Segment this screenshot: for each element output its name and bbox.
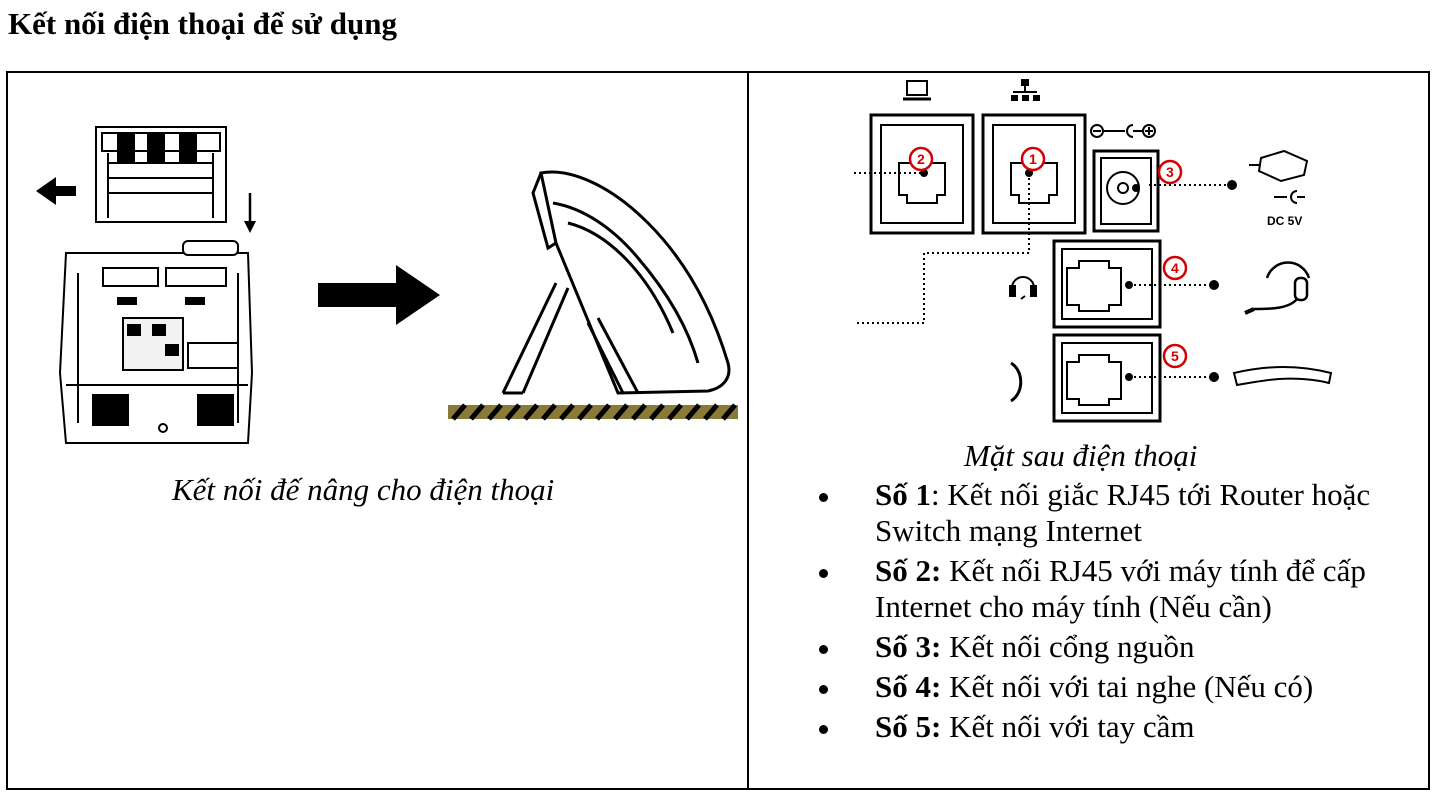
polarity-icon xyxy=(1090,124,1156,138)
power-adapter-icon xyxy=(1249,149,1309,204)
down-arrow-icon xyxy=(244,193,256,233)
svg-text:4: 4 xyxy=(1171,260,1179,276)
network-icon xyxy=(1011,79,1040,101)
list-item: Số 3: Kết nối cổng nguồn xyxy=(805,629,1425,665)
marker-5: 5 xyxy=(1162,343,1188,369)
list-item: Số 5: Kết nối với tay cầm xyxy=(805,709,1425,745)
bullet-icon xyxy=(819,645,828,654)
stand-clip xyxy=(95,126,227,223)
rear-panel-caption: Mặt sau điện thoại xyxy=(964,438,1198,473)
marker-1: 1 xyxy=(1020,146,1046,172)
list-item: Số 4: Kết nối với tai nghe (Nếu có) xyxy=(805,669,1425,705)
headset-small-icon xyxy=(1009,276,1037,300)
handset-icon xyxy=(1232,366,1333,387)
stand-assembly-illustration xyxy=(36,126,738,444)
marker-4: 4 xyxy=(1162,255,1188,281)
column-divider xyxy=(747,73,749,788)
port-2-pc xyxy=(854,113,975,235)
port-4-headset xyxy=(1052,239,1219,329)
headset-icon xyxy=(1244,261,1311,315)
bullet-icon xyxy=(819,685,828,694)
computer-icon xyxy=(903,80,931,101)
svg-text:5: 5 xyxy=(1171,348,1179,364)
port-1-internet xyxy=(854,113,1087,324)
instruction-table: Kết nối đế nâng cho điện thoại xyxy=(6,71,1430,790)
svg-text:1: 1 xyxy=(1029,151,1037,167)
rear-panel-cell: DC 5V xyxy=(749,73,1430,788)
port-3-power xyxy=(1092,149,1237,233)
svg-text:2: 2 xyxy=(917,151,925,167)
left-arrow-icon xyxy=(36,177,76,205)
list-item: Số 2: Kết nối RJ45 với máy tính để cấp I… xyxy=(805,553,1425,625)
bullet-icon xyxy=(819,569,828,578)
handset-small-icon xyxy=(1010,361,1023,403)
phone-side-view xyxy=(501,170,731,395)
page-title: Kết nối điện thoại để sử dụng xyxy=(8,6,397,41)
list-item: Số 1: Kết nối giắc RJ45 tới Router hoặc … xyxy=(805,477,1425,549)
dc-voltage-label: DC 5V xyxy=(1267,214,1302,228)
ground-surface xyxy=(448,403,738,421)
marker-2: 2 xyxy=(908,146,934,172)
right-arrow-icon xyxy=(318,265,440,325)
bullet-icon xyxy=(819,493,828,502)
phone-back xyxy=(58,240,254,444)
rear-panel-diagram: DC 5V xyxy=(854,79,1333,423)
marker-3: 3 xyxy=(1157,159,1183,185)
svg-text:3: 3 xyxy=(1166,164,1174,180)
port-5-handset xyxy=(1052,333,1219,423)
bullet-icon xyxy=(819,725,828,734)
stand-cell: Kết nối đế nâng cho điện thoại xyxy=(8,73,747,788)
port-list: Số 1: Kết nối giắc RJ45 tới Router hoặc … xyxy=(805,477,1425,749)
stand-caption: Kết nối đế nâng cho điện thoại xyxy=(172,472,555,507)
